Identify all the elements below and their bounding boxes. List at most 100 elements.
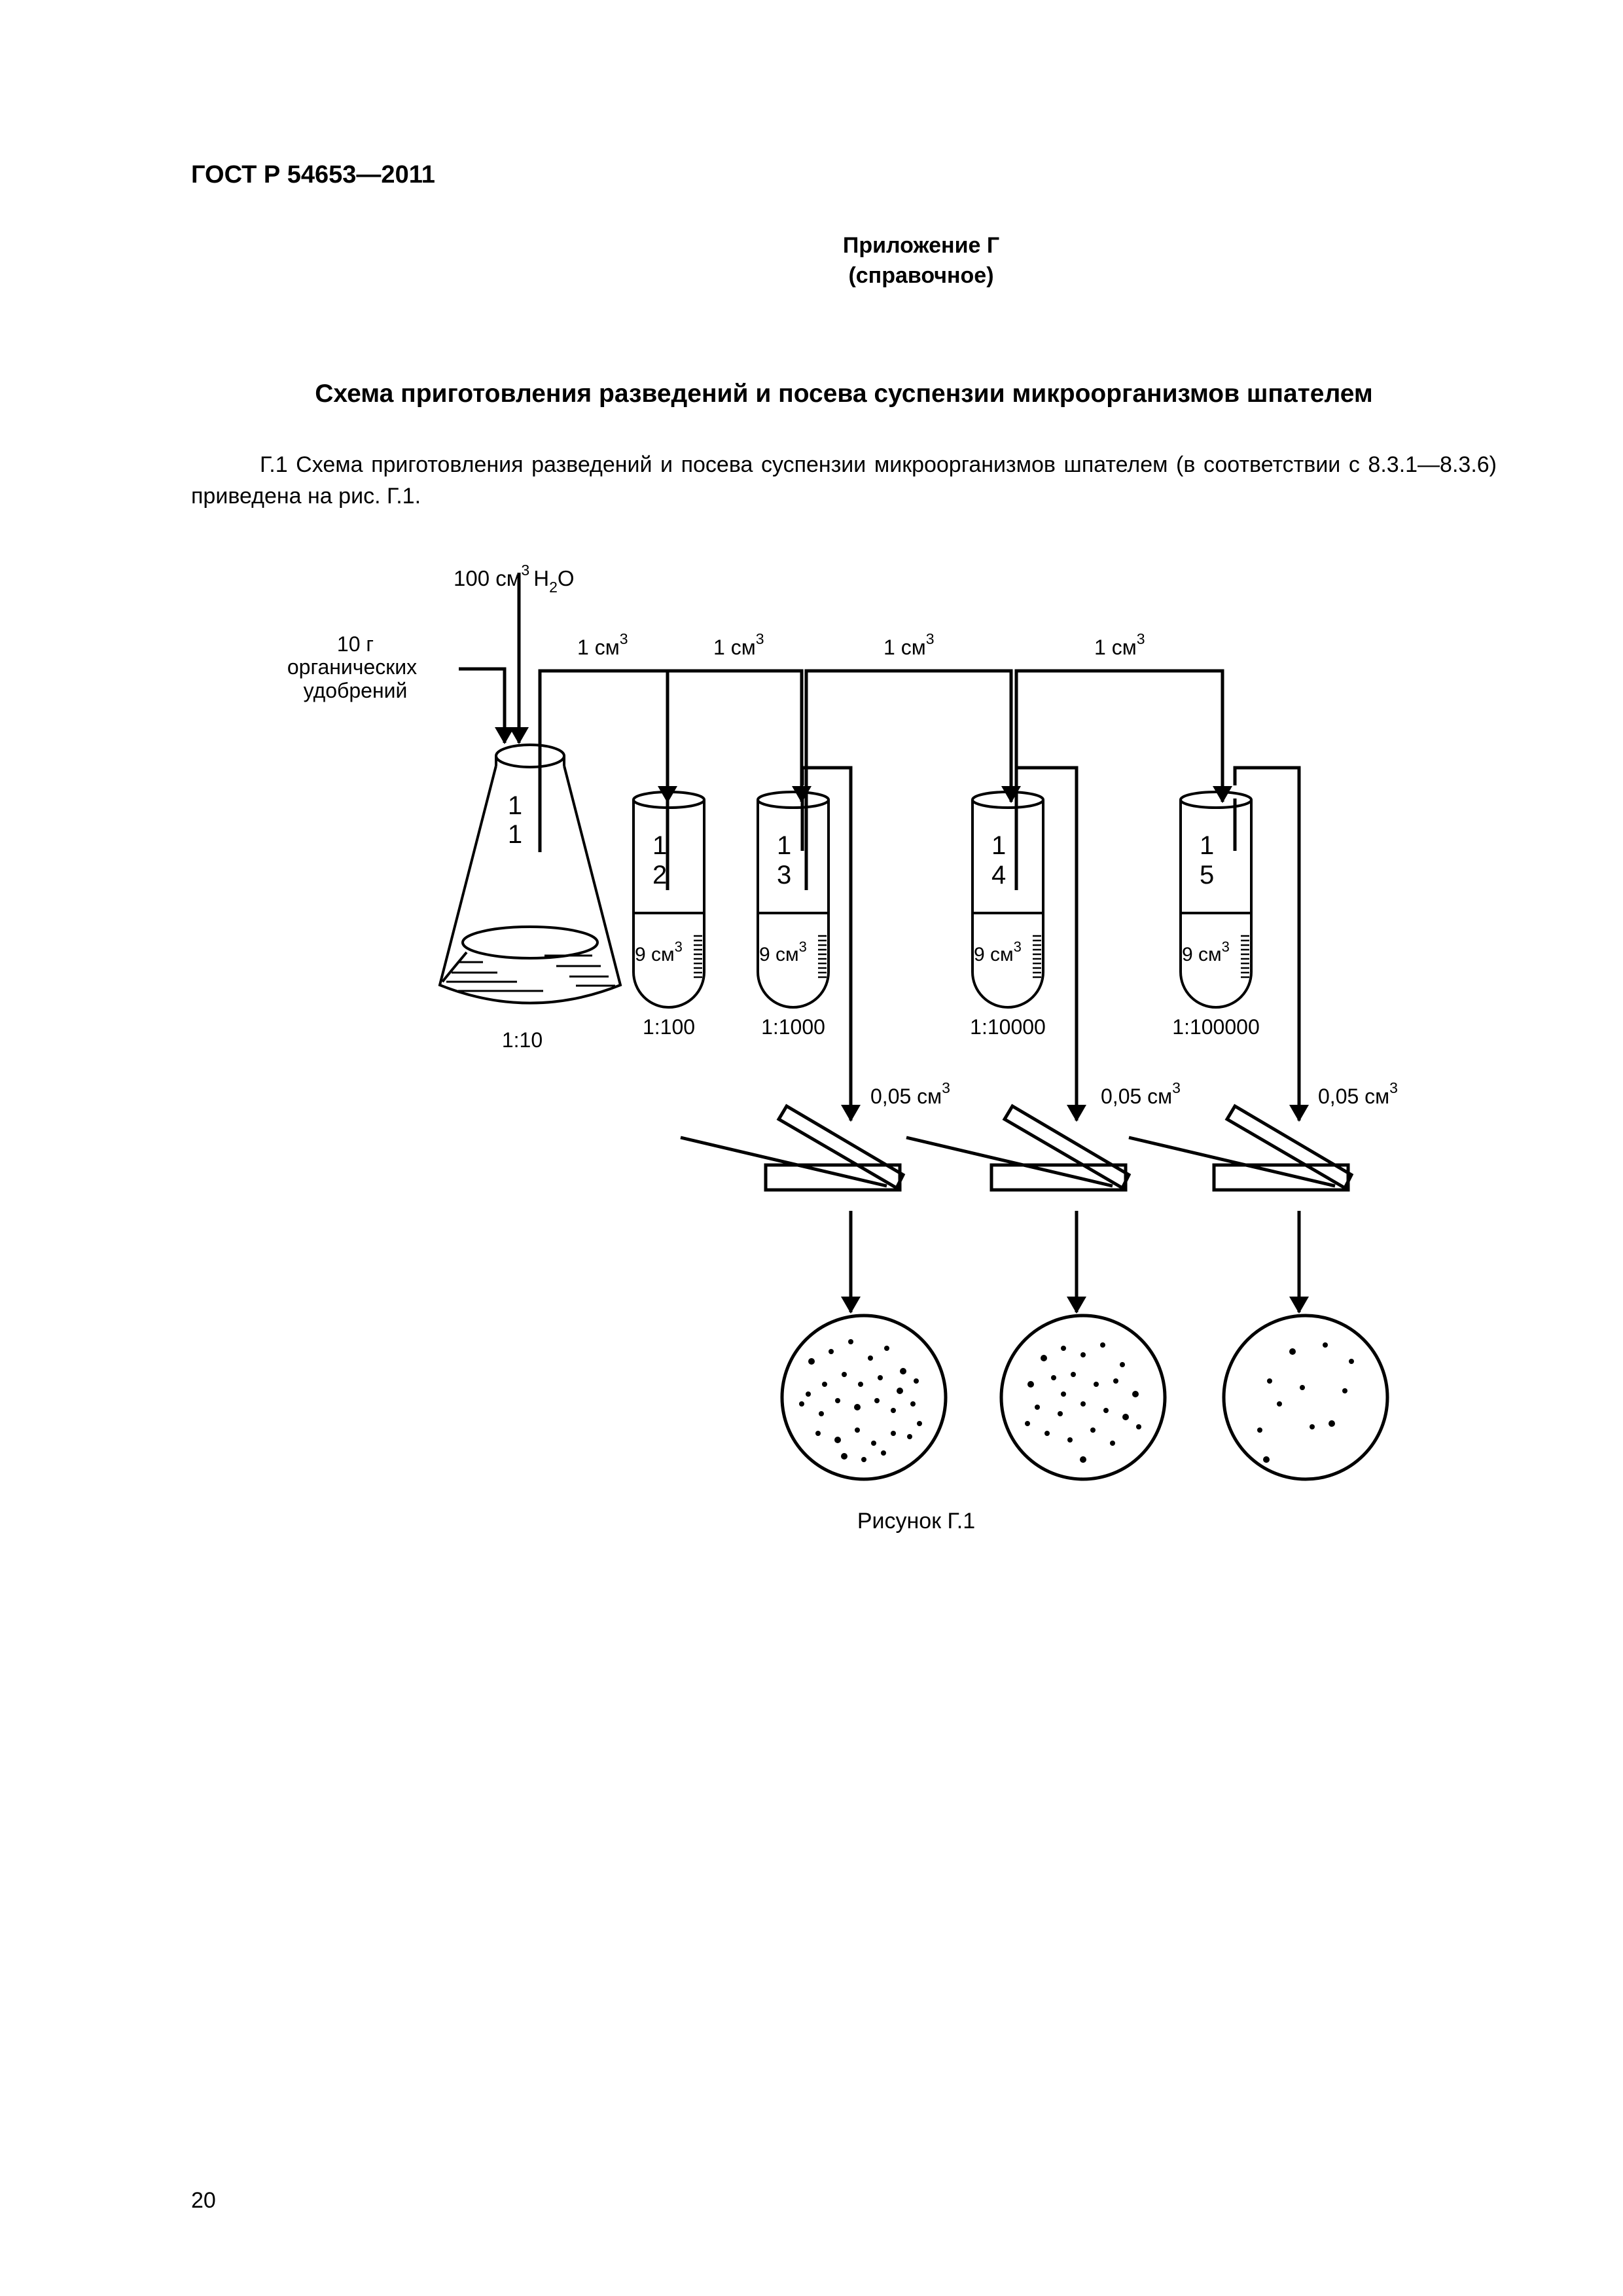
colony-dot (881, 1450, 886, 1456)
tube-dilution: 1:100000 (1172, 1015, 1259, 1039)
colony-plate-3 (1222, 1314, 1389, 1481)
inoculum-arrow-1 (800, 766, 861, 1122)
colony-dot (1113, 1378, 1118, 1384)
colony-dot (858, 1382, 863, 1387)
transfer-lines (459, 573, 1232, 890)
svg-text:1: 1 (508, 791, 522, 820)
colony-dot (1071, 1372, 1076, 1377)
tube-volume-label: 9 см3 (635, 939, 683, 965)
colony-dot (1041, 1355, 1047, 1361)
colony-dot (1349, 1359, 1354, 1364)
svg-text:0,05 см3: 0,05 см3 (1101, 1079, 1181, 1108)
colony-dot (1323, 1342, 1328, 1348)
colony-dot (907, 1434, 912, 1439)
colony-plate-2 (999, 1314, 1167, 1481)
colony-dot (874, 1398, 880, 1403)
colony-dot (1090, 1427, 1096, 1433)
colony-dot (914, 1378, 919, 1384)
colony-dot (1094, 1382, 1099, 1387)
colony-dot (819, 1411, 824, 1416)
inoculum-arrow-3 (1233, 766, 1309, 1122)
colony-dot (1329, 1420, 1335, 1427)
tube-number: 1 (777, 831, 791, 860)
colony-dot (1310, 1424, 1315, 1429)
svg-text:удобрений: удобрений (304, 679, 408, 702)
colony-dot (1289, 1348, 1296, 1355)
transfer-line-1 (538, 669, 677, 852)
transfer-line-3 (804, 669, 1021, 890)
svg-text:1 см3: 1 см3 (1094, 630, 1145, 659)
standard-number: ГОСТ Р 54653—2011 (191, 161, 435, 188)
colony-dot (1267, 1378, 1272, 1384)
colony-dot (878, 1375, 883, 1380)
colony-dot (1061, 1391, 1066, 1397)
colony-dot (1100, 1342, 1105, 1348)
spatula-dish-1 (680, 1103, 906, 1192)
colony-dot (891, 1431, 896, 1436)
colony-dot (1300, 1385, 1305, 1390)
colony-dot (900, 1368, 906, 1374)
colony-dot (854, 1404, 861, 1410)
colony-dot (1122, 1414, 1129, 1420)
appendix-title: Приложение Г (842, 233, 1000, 258)
svg-text:1: 1 (508, 820, 522, 849)
colony-dot (1277, 1401, 1282, 1407)
tube-number: 3 (777, 861, 791, 889)
colony-dot (842, 1372, 847, 1377)
erlenmeyer-flask (438, 744, 622, 1005)
svg-text:1 см3: 1 см3 (883, 630, 934, 659)
tube-number: 4 (991, 861, 1006, 889)
colony-dot (1067, 1437, 1073, 1443)
spatula-dish-2 (906, 1103, 1132, 1192)
colony-dot (917, 1421, 922, 1426)
svg-text:10 г: 10 г (337, 632, 374, 656)
colony-dot (897, 1388, 903, 1394)
transfer-line-2 (668, 669, 812, 803)
colony-dot (855, 1427, 860, 1433)
tube-number: 5 (1200, 861, 1214, 889)
tube-volume-label: 9 см3 (1182, 939, 1230, 965)
colony-dot (884, 1346, 889, 1351)
section-title: Схема приготовления разведений и посева … (315, 380, 1373, 408)
colony-dot (834, 1437, 841, 1443)
colony-dot (1044, 1431, 1050, 1436)
section-paragraph: Г.1 Схема приготовления разведений и пос… (191, 452, 1497, 509)
flask-dilution: 1:10 (502, 1028, 543, 1052)
colony-dot (861, 1457, 866, 1462)
colony-dot (1103, 1408, 1109, 1413)
colony-dot (808, 1358, 815, 1365)
colony-dot (1080, 1456, 1086, 1463)
tube-volume-label: 9 см3 (974, 939, 1022, 965)
colony-dot (841, 1453, 847, 1460)
colony-dot (871, 1441, 876, 1446)
inoculum-arrows (800, 766, 1309, 1314)
tube-dilution: 1:10000 (970, 1015, 1046, 1039)
colony-dot (1110, 1441, 1115, 1446)
colony-dot (835, 1398, 840, 1403)
page-number: 20 (191, 2188, 216, 2213)
transfer-line-4 (1014, 669, 1232, 890)
colony-dot (815, 1431, 821, 1436)
inoculum-labels: 0,05 см3 0,05 см3 0,05 см3 (870, 1079, 1398, 1108)
colony-dot (1132, 1391, 1139, 1397)
flask-number: 1 1 (508, 791, 522, 849)
colony-dot (1263, 1456, 1270, 1463)
colony-dot (806, 1391, 811, 1397)
colony-dot (848, 1339, 853, 1344)
colony-dot (1257, 1427, 1262, 1433)
colony-plate-1 (780, 1314, 948, 1481)
colony-dot (891, 1408, 896, 1413)
spatula-dish-3 (1128, 1103, 1354, 1192)
colony-dot (822, 1382, 827, 1387)
colony-dot (1136, 1424, 1141, 1429)
svg-text:1 см3: 1 см3 (577, 630, 628, 659)
svg-text:1 см3: 1 см3 (713, 630, 764, 659)
